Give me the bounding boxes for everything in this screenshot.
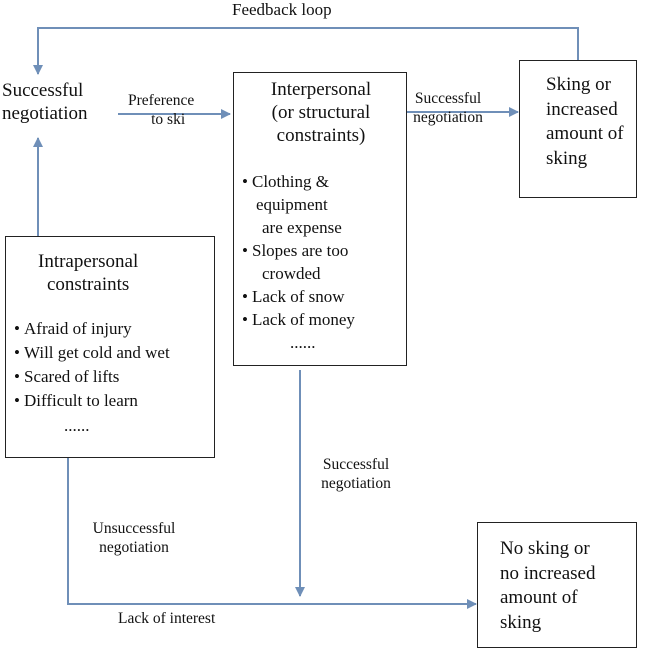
list-item-continued: equipment bbox=[256, 194, 328, 214]
list-item: •Will get cold and wet bbox=[14, 343, 170, 363]
unsuccessful-negotiation-label: Unsuccessful negotiation bbox=[92, 520, 176, 556]
lack-of-interest-label: Lack of interest bbox=[118, 610, 216, 627]
interpersonal-constraints-box: Interpersonal (or structural constraints… bbox=[233, 72, 407, 366]
down-successful-negotiation-label: Successful negotiation bbox=[321, 456, 391, 492]
intrapersonal-title: Intrapersonal constraints bbox=[38, 251, 139, 295]
list-item: •Clothing & bbox=[242, 172, 329, 191]
list-item: •Lack of money bbox=[242, 309, 355, 329]
list-item: •Difficult to learn bbox=[14, 391, 138, 411]
preference-to-ski-label: Preference to ski bbox=[128, 92, 195, 128]
skiing-box-text: Sking or increased amount of sking bbox=[546, 74, 624, 170]
list-ellipsis: ...... bbox=[64, 415, 90, 435]
list-item-continued: crowded bbox=[262, 263, 321, 283]
lack-of-interest-arrow bbox=[67, 458, 477, 609]
list-item-continued: are expense bbox=[262, 217, 342, 237]
skiing-increased-box: Sking or increased amount of sking bbox=[519, 60, 637, 198]
feedback-loop-arrow bbox=[33, 27, 579, 75]
list-item: •Lack of snow bbox=[242, 286, 345, 306]
list-item: •Slopes are too bbox=[242, 240, 349, 260]
top-successful-negotiation-label: Successful negotiation bbox=[413, 90, 483, 126]
intrapersonal-constraints-box: Intrapersonal constraints •Afraid of inj… bbox=[5, 236, 215, 458]
feedback-loop-label: Feedback loop bbox=[232, 0, 332, 19]
intrapersonal-list: •Afraid of injury •Will get cold and wet… bbox=[14, 317, 170, 438]
list-ellipsis: ...... bbox=[290, 332, 316, 352]
no-skiing-box: No sking or no increased amount of sking bbox=[477, 522, 637, 648]
interpersonal-list: •Clothing & equipment are expense •Slope… bbox=[242, 171, 355, 355]
interpersonal-title: Interpersonal (or structural constraints… bbox=[270, 79, 372, 146]
list-item: •Scared of lifts bbox=[14, 367, 120, 387]
list-item: •Afraid of injury bbox=[14, 319, 132, 338]
successful-negotiation-node: Successful negotiation bbox=[2, 80, 88, 124]
no-skiing-box-text: No sking or no increased amount of sking bbox=[500, 538, 596, 634]
